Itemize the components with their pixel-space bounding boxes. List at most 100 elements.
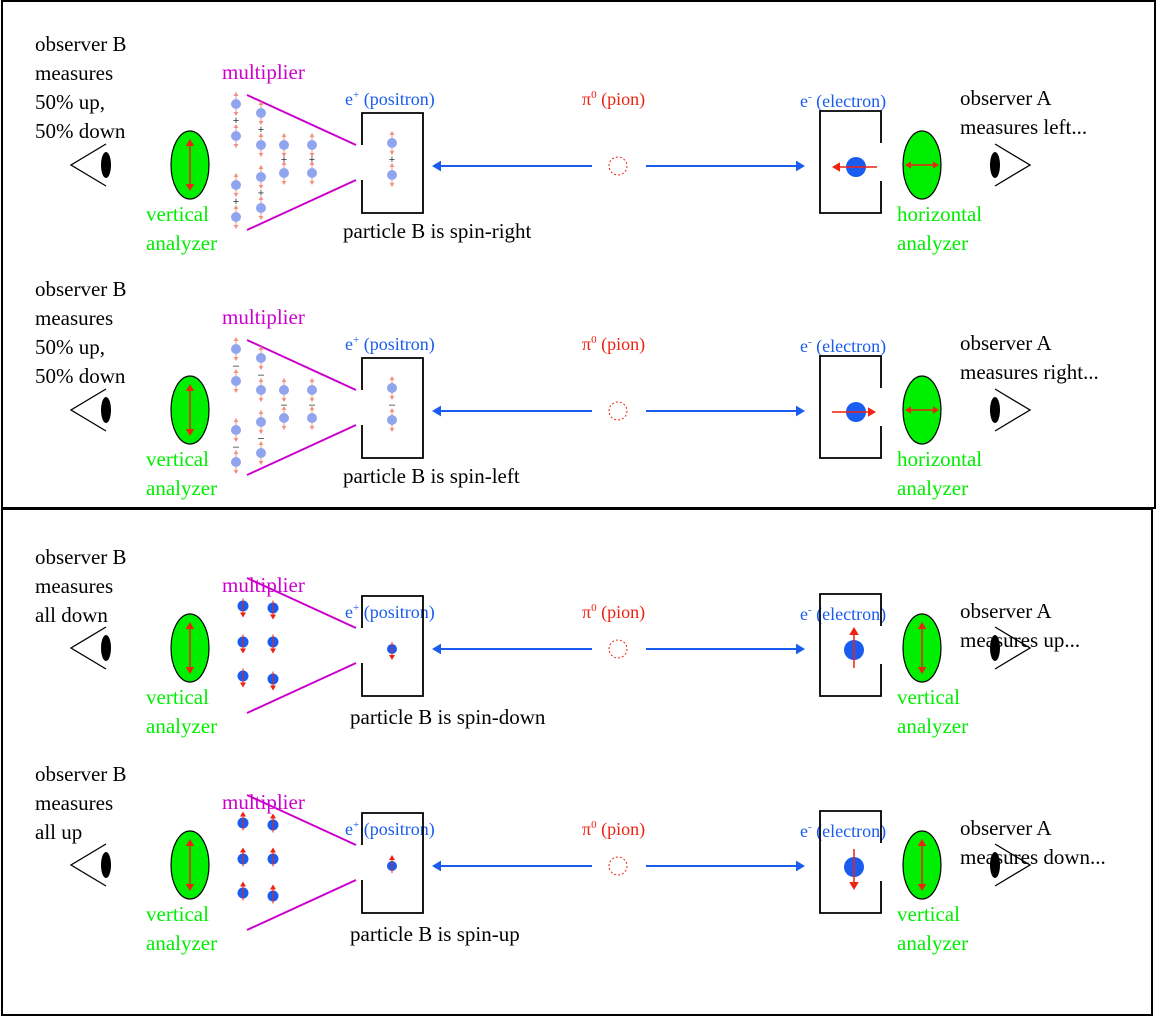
spin-particle bbox=[387, 642, 397, 660]
double-arrow-horizontal-icon bbox=[905, 161, 939, 169]
trajectory-arrow-left bbox=[432, 860, 592, 872]
observer-b-label-line: observer B bbox=[35, 32, 127, 56]
pion-label-superscript: 0 bbox=[591, 819, 597, 831]
eye-icon bbox=[990, 626, 1032, 670]
particle-dot bbox=[387, 170, 397, 180]
particle-dot bbox=[256, 108, 266, 118]
electron-particle bbox=[832, 157, 877, 177]
double-arrow-horizontal-icon bbox=[905, 406, 939, 414]
pion-label: π0 (pion) bbox=[582, 815, 645, 844]
superposition-sign: – bbox=[233, 441, 240, 453]
superposed-particle-pair: – bbox=[387, 376, 397, 432]
spin-particle bbox=[267, 847, 279, 867]
observer-a-label-line: measures left... bbox=[960, 115, 1088, 139]
analyzer-b-label: vertical analyzer bbox=[146, 445, 217, 503]
trajectory-arrow-right bbox=[646, 405, 805, 417]
double-arrow-vertical-icon bbox=[917, 622, 927, 674]
superposed-particle-pair: + bbox=[387, 131, 397, 187]
observer-b-label-line: 50% down bbox=[35, 364, 126, 388]
spin-particle bbox=[237, 668, 249, 688]
electron-spin-right-arrow-icon bbox=[832, 407, 876, 417]
superposed-particle-pair: – bbox=[256, 346, 266, 402]
superposed-particle-pair: + bbox=[307, 133, 317, 185]
trajectory-arrow-right bbox=[646, 860, 805, 872]
observer-b-label-line: observer B bbox=[35, 277, 127, 301]
particle-b-state-label: particle B is spin-left bbox=[343, 462, 520, 491]
analyzer-b-label-line: vertical bbox=[146, 447, 209, 471]
particle-b-state-label-line: particle B is spin-down bbox=[350, 705, 546, 729]
positron-label-superscript: + bbox=[353, 819, 360, 831]
pion-label-superscript: 0 bbox=[591, 89, 597, 101]
analyzer-lens bbox=[902, 130, 942, 200]
electron-label-symbol: e bbox=[800, 604, 808, 624]
analyzer-b-label-line: analyzer bbox=[146, 476, 218, 500]
positron-box bbox=[361, 112, 424, 214]
superposition-sign: + bbox=[258, 188, 264, 200]
particle-dot bbox=[231, 457, 241, 467]
particle-dot bbox=[256, 385, 266, 395]
analyzer-lens bbox=[902, 613, 942, 683]
analyzer-lens bbox=[902, 375, 942, 445]
spin-particle bbox=[267, 813, 279, 833]
scenario-graphics bbox=[69, 794, 1032, 931]
superposition-sign: – bbox=[258, 433, 265, 445]
electron-box bbox=[819, 355, 882, 459]
pion-label-symbol: π bbox=[582, 819, 592, 839]
electron-label-superscript: - bbox=[808, 604, 812, 616]
superposed-particle-pair: – bbox=[279, 378, 289, 430]
particle-dot bbox=[279, 140, 289, 150]
spin-particle bbox=[387, 855, 397, 873]
pion-label-text: (pion) bbox=[596, 819, 646, 839]
electron-box bbox=[819, 593, 882, 697]
electron-spin-up-arrow-icon bbox=[849, 627, 859, 668]
observer-b-label-line: observer B bbox=[35, 762, 127, 786]
particle-dot bbox=[256, 417, 266, 427]
spin-particle bbox=[267, 600, 279, 620]
pion-label-symbol: π bbox=[582, 89, 592, 109]
multiplier-label-line: multiplier bbox=[222, 60, 305, 84]
particle-dot bbox=[231, 131, 241, 141]
superposed-particle-pair: + bbox=[256, 101, 266, 157]
superposition-sign: – bbox=[258, 369, 265, 381]
particle-dot bbox=[307, 385, 317, 395]
double-arrow-vertical-icon bbox=[185, 839, 195, 891]
scenario-graphics: +++++++ bbox=[69, 92, 1032, 231]
observer-b-label-line: 50% up, bbox=[35, 90, 105, 114]
analyzer-a-label-line: analyzer bbox=[897, 476, 969, 500]
observer-b-label-line: 50% down bbox=[35, 119, 126, 143]
electron-label-text: (electron) bbox=[811, 604, 887, 624]
particle-dot bbox=[387, 138, 397, 148]
electron-label-symbol: e bbox=[800, 336, 808, 356]
pion-dashed-circle bbox=[608, 156, 628, 176]
particle-dot bbox=[256, 203, 266, 213]
particle-dot bbox=[279, 385, 289, 395]
panel-vertical-measurement bbox=[1, 508, 1153, 1016]
electron-label-text: (electron) bbox=[811, 821, 887, 841]
analyzer-lens bbox=[902, 830, 942, 900]
electron-label-symbol: e bbox=[800, 91, 808, 111]
eye-icon bbox=[990, 388, 1032, 432]
electron-label-superscript: - bbox=[808, 821, 812, 833]
analyzer-b-label-line: vertical bbox=[146, 202, 209, 226]
particle-dot bbox=[231, 344, 241, 354]
superposed-particle-pair: – bbox=[231, 418, 241, 474]
particle-dot bbox=[307, 140, 317, 150]
pion-label: π0 (pion) bbox=[582, 598, 645, 627]
superposition-sign: + bbox=[233, 115, 239, 127]
eye-icon bbox=[69, 388, 111, 432]
eye-icon bbox=[69, 843, 111, 887]
electron-label-text: (electron) bbox=[811, 336, 887, 356]
particle-dot bbox=[387, 415, 397, 425]
positron-label-symbol: e bbox=[345, 334, 353, 354]
positron-label-symbol: e bbox=[345, 819, 353, 839]
superposed-particle-pair: + bbox=[231, 92, 241, 148]
particle-b-state-label: particle B is spin-up bbox=[350, 920, 520, 949]
positron-label-superscript: + bbox=[353, 602, 360, 614]
